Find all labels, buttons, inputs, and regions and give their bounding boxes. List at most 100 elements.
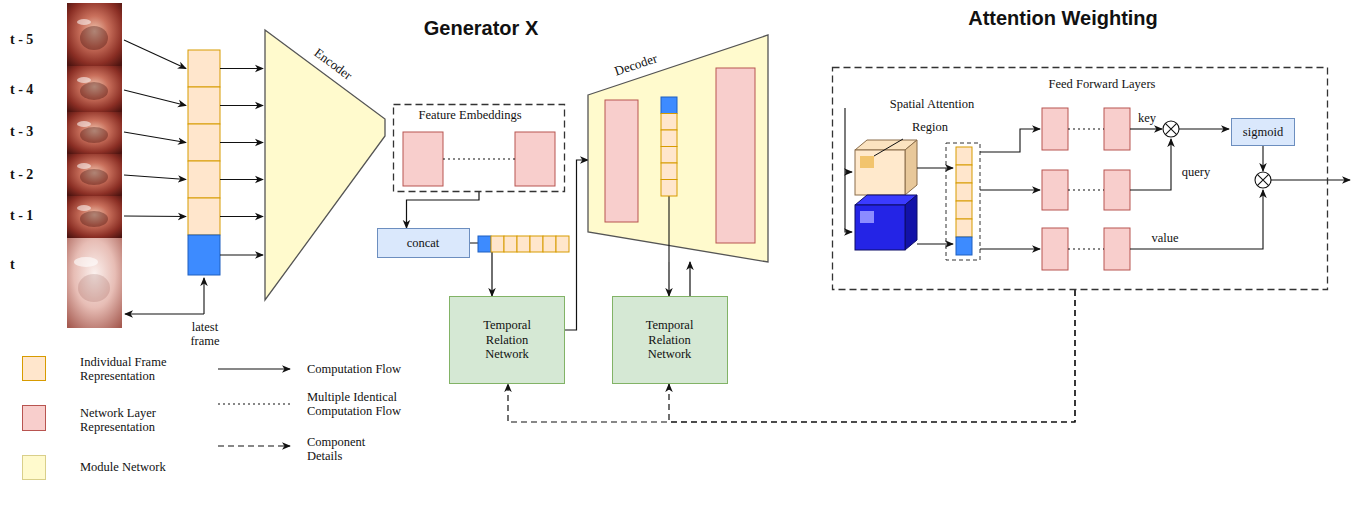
component-label: Spatial Attention [890, 97, 974, 111]
concatenated-representation-bar [478, 236, 569, 252]
component-detail-link [508, 290, 1075, 422]
legend-text: Computation Flow [307, 362, 401, 376]
attention-flow-line [1130, 128, 1162, 129]
frame-arrow [124, 215, 186, 217]
frame-representation-stack [188, 50, 220, 275]
video-frame [67, 3, 122, 328]
temporal-relation-network-box: Temporal Relation Network [612, 296, 728, 384]
video-frame [77, 205, 91, 211]
node-text: Temporal Relation Network [475, 318, 539, 361]
latest-feature-cube [860, 211, 874, 223]
signal-label: query [1182, 165, 1210, 179]
token-to-layer-arrow [980, 189, 1040, 190]
feature-embedding-layer [515, 132, 555, 186]
token-to-layer-arrow [980, 129, 1040, 152]
video-frame [80, 26, 108, 50]
attention-token-stack [956, 201, 972, 219]
token-to-layer-arrow [980, 248, 1040, 249]
component-label: Region [912, 120, 948, 134]
video-frame [77, 121, 91, 127]
frame-representation-stack [188, 50, 220, 87]
cube-to-token-arrow [917, 167, 953, 168]
feed-forward-layer [1104, 170, 1130, 210]
flow-arrow [407, 192, 480, 228]
temporal-relation-network-box: Temporal Relation Network [449, 296, 565, 384]
video-frame [74, 257, 98, 267]
decoder-layer [661, 130, 677, 147]
concatenated-representation-bar [491, 236, 504, 252]
cube-to-token-arrow [917, 168, 953, 244]
attention-token-stack [946, 143, 980, 260]
video-frame [80, 211, 108, 227]
attention-flow-line [1262, 146, 1263, 171]
video-frame [77, 77, 91, 83]
concat-box: concat [377, 228, 470, 258]
flow-arrow [668, 262, 669, 296]
attention-token-stack [956, 237, 972, 255]
attention-input-line [845, 171, 852, 172]
module-trapezoid [265, 30, 385, 300]
latest-frame-arrow [125, 278, 204, 314]
multiply-symbol [1165, 123, 1176, 134]
video-frame [77, 163, 91, 169]
node-heading: Attention Weighting [968, 7, 1158, 30]
stack-to-encoder-arrow [220, 216, 263, 217]
video-frame [80, 127, 108, 143]
encoder-module-outline [265, 30, 385, 300]
feature-embeddings-group: Feature Embeddings [393, 104, 565, 192]
video-frame [67, 154, 122, 196]
decoder-layer [661, 163, 677, 180]
frame-arrow [124, 175, 186, 180]
flow-arrow [689, 262, 690, 296]
legend-swatch [22, 356, 46, 381]
region-leader-line [874, 139, 903, 156]
attention-flow-line [1179, 128, 1229, 129]
feature-embedding-layer [403, 132, 443, 186]
frame-arrow [124, 40, 186, 217]
signal-label: key [1138, 111, 1156, 125]
attention-token-stack [956, 147, 972, 165]
decoder-layer [605, 100, 638, 222]
stack-to-encoder-arrow [220, 142, 263, 143]
decoder-layer [716, 68, 755, 243]
concatenated-representation-bar [556, 236, 569, 252]
feed-forward-layer [1042, 108, 1130, 270]
frame-representation-stack [188, 87, 220, 124]
attention-flow-line [1271, 179, 1350, 180]
multiply-symbol [1163, 121, 1179, 137]
legend-text: Multiple Identical Computation Flow [307, 390, 425, 419]
time-step-label: t - 2 [10, 167, 33, 183]
dashed-group-outline [833, 68, 1328, 290]
module-trapezoid [588, 35, 768, 262]
concatenated-representation-bar [478, 236, 491, 252]
stack-to-encoder-arrow [220, 254, 263, 255]
cube-to-token-arrow [917, 243, 953, 244]
feed-forward-layer [1104, 108, 1130, 150]
legend-swatch [22, 405, 46, 431]
node-heading: Feature Embeddings [418, 108, 521, 122]
concatenated-representation-bar [504, 236, 517, 252]
frame-arrow [124, 90, 186, 106]
latest-feature-cube [905, 195, 917, 250]
attention-token-stack [946, 143, 980, 260]
video-frame [67, 196, 122, 238]
stack-to-encoder-arrow [220, 179, 263, 180]
video-frame [80, 169, 108, 185]
legend-line-sample [218, 368, 290, 369]
video-frame [77, 19, 91, 25]
time-step-label: t - 3 [10, 124, 33, 140]
attention-flow-line [1130, 139, 1171, 190]
video-frame [67, 112, 122, 154]
stack-to-encoder-arrow [220, 105, 263, 106]
concatenated-representation-bar [543, 236, 556, 252]
decoder-layer [661, 147, 677, 164]
decoder-internal-line [668, 196, 669, 262]
latest-frame-arrow [125, 313, 204, 314]
time-step-label: t - 4 [10, 82, 33, 98]
diagram-title: Generator X [424, 17, 538, 40]
time-step-label: t - 5 [10, 32, 33, 48]
encoder-module: Encoder [265, 30, 385, 300]
stack-to-encoder-arrow [220, 69, 263, 256]
component-detail-link [669, 290, 1075, 422]
feature-cube [860, 156, 874, 168]
